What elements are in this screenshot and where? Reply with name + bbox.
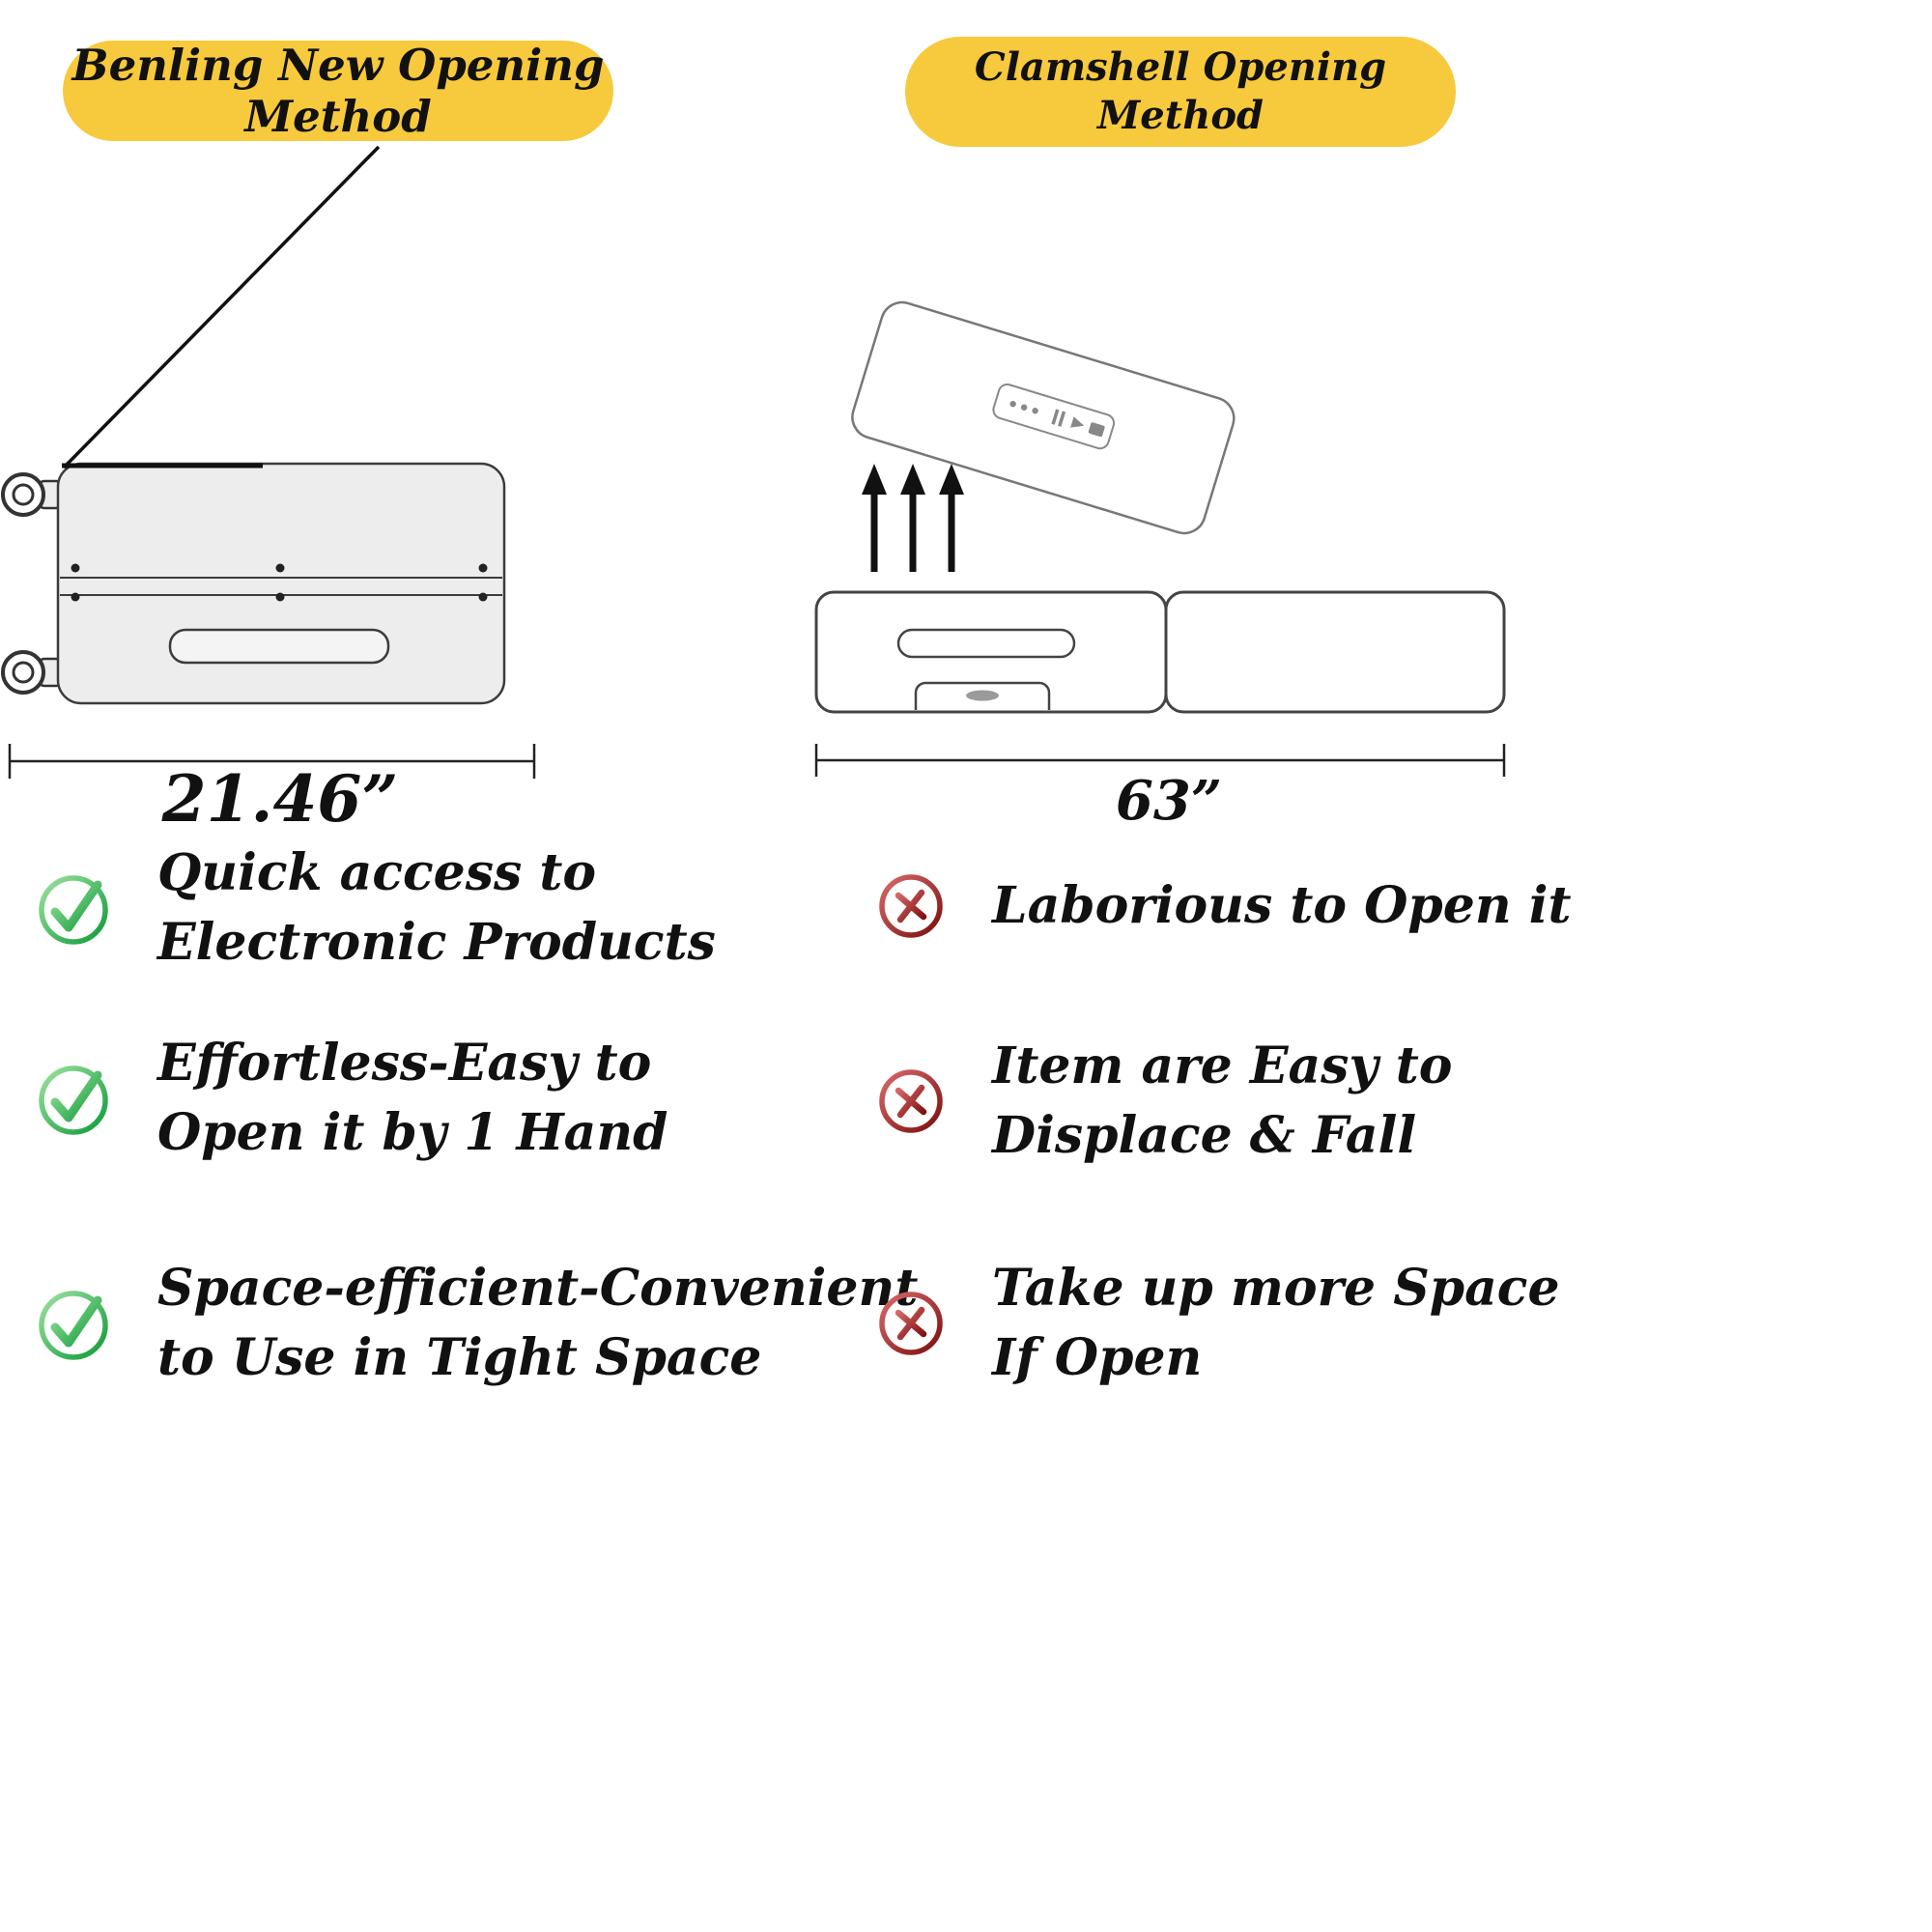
clamshell-lock-button [966, 690, 999, 701]
feature-text: Take up more Space If Open [992, 1254, 1560, 1393]
feature-line: to Use in Tight Space [157, 1327, 762, 1387]
feature-line: If Open [992, 1327, 1203, 1387]
wheel-bottom-icon [1, 650, 45, 695]
open-lid-suitcase-diagram [1, 145, 536, 779]
left-feature-row-2: Effortless-Easy to Open it by 1 Hand [34, 1029, 668, 1168]
feature-line: Open it by 1 Hand [157, 1102, 668, 1162]
clamshell-half-right [1164, 590, 1506, 714]
right-width-label: 63” [1115, 769, 1223, 833]
left-feature-row-1: Quick access to Electronic Products [34, 838, 716, 978]
feature-line: Space-efficient-Convenient [157, 1259, 919, 1318]
feature-text: Laborious to Open it [992, 871, 1572, 941]
feature-line: Item are Easy to [992, 1037, 1453, 1095]
feature-line: Laborious to Open it [992, 876, 1572, 936]
feature-text: Space-efficient-Convenient to Use in Tig… [157, 1254, 918, 1393]
right-header-pill: Clamshell Opening Method [905, 37, 1456, 147]
left-width-label: 21.46” [161, 761, 399, 837]
right-feature-row-3: Take up more Space If Open [874, 1254, 1560, 1393]
right-header-line1: Clamshell Opening [974, 44, 1387, 90]
right-feature-row-1: Laborious to Open it [874, 869, 1572, 943]
rivet-dots [71, 563, 488, 602]
wheel-top-icon [1, 472, 45, 517]
left-header-pill: Benling New Opening Method [63, 40, 613, 142]
clamshell-lid [851, 300, 1236, 535]
feature-line: Effortless-Easy to [157, 1034, 652, 1093]
suitcase-body [56, 462, 506, 705]
right-feature-row-2: Item are Easy to Displace & Fall [874, 1032, 1452, 1171]
side-handle [168, 628, 390, 665]
feature-line: Displace & Fall [992, 1105, 1417, 1165]
left-feature-row-3: Space-efficient-Convenient to Use in Tig… [34, 1254, 918, 1393]
right-header-line2: Method [1097, 93, 1264, 138]
feature-line: Take up more Space [992, 1259, 1560, 1318]
width-measure-line-left [8, 744, 536, 779]
check-icon [34, 1059, 113, 1138]
feature-line: Quick access to [157, 843, 597, 902]
width-measure-line-right [814, 744, 1506, 777]
check-icon [34, 868, 113, 948]
clamshell-suitcase-diagram [814, 300, 1506, 777]
feature-text: Effortless-Easy to Open it by 1 Hand [157, 1029, 668, 1168]
cross-icon [874, 869, 948, 943]
feature-text: Quick access to Electronic Products [157, 838, 716, 978]
check-icon [34, 1284, 113, 1363]
lift-arrows-icon [862, 464, 964, 572]
open-lid-line [62, 145, 381, 469]
feature-text: Item are Easy to Displace & Fall [992, 1032, 1452, 1171]
feature-line: Electronic Products [157, 912, 716, 972]
cross-icon [874, 1287, 948, 1360]
left-header-text: Benling New Opening Method [71, 40, 605, 142]
cross-icon [874, 1065, 948, 1138]
clamshell-handle [896, 628, 1076, 659]
